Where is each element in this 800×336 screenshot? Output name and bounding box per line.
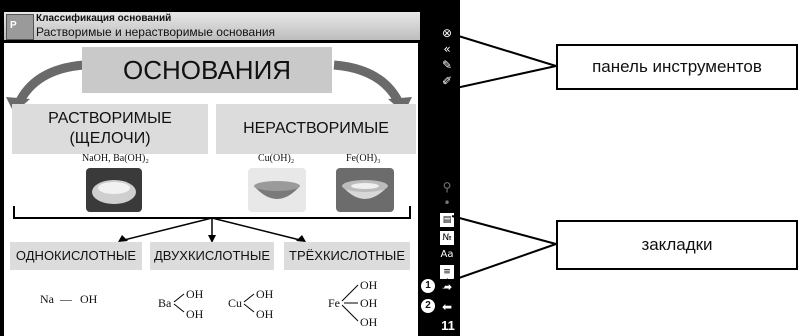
rewind-icon[interactable]: « — [443, 42, 451, 56]
toolbar-callout: панель инструментов — [556, 44, 798, 90]
bookmarks-pointer-1 — [451, 215, 557, 245]
bookmark-1[interactable]: 1 — [420, 278, 436, 294]
soluble-label-line1: РАСТВОРИМЫЕ — [48, 110, 172, 127]
ba-oh-1: OH — [186, 287, 204, 301]
category-connectors — [13, 206, 411, 243]
close-circle-icon[interactable]: ⊗ — [441, 26, 453, 40]
soluble-formula: NaOH, Ba(OH)₂ — [82, 153, 149, 164]
fe-oh-1: OH — [360, 278, 378, 292]
category-monoacid: ОДНОКИСЛОТНЫЕ — [10, 242, 142, 270]
toolbar-pointer-2 — [455, 65, 557, 89]
fe-oh-2: OH — [360, 296, 378, 310]
soluble-label-line2: (ЩЕЛОЧИ) — [69, 130, 151, 147]
forward-arrow-icon[interactable]: ➡ — [441, 280, 453, 294]
cu-oh-1: OH — [256, 287, 274, 301]
zoom-icon[interactable]: ⚲ — [442, 180, 452, 194]
page-number: 11 — [441, 318, 455, 333]
book-icon[interactable]: ▤ — [439, 212, 455, 228]
bookmark-2[interactable]: 2 — [420, 298, 436, 314]
cu-oh-2: OH — [256, 307, 274, 321]
text-size-button[interactable]: Aa — [440, 249, 454, 260]
cu-photo — [248, 168, 306, 212]
fe-metal: Fe — [328, 296, 340, 310]
fe-oh-3: OH — [360, 315, 378, 329]
na-metal: Na — [40, 292, 54, 306]
toolbar-pointer-1 — [451, 33, 557, 67]
soluble-photo — [86, 168, 142, 212]
cu-formula: Cu(OH)₂ — [258, 153, 295, 164]
fe-formula: Fe(OH)₃ — [346, 153, 381, 164]
brush-icon[interactable]: ✎ — [441, 58, 453, 72]
window-title: Классификация оснований — [36, 13, 172, 24]
category-diacid: ДВУХКИСЛОТНЫЕ — [150, 242, 274, 270]
title-bar[interactable] — [4, 12, 456, 40]
back-arrow-icon[interactable]: ⬅ — [441, 300, 453, 314]
ba-oh-2: OH — [186, 307, 204, 321]
slide-heading: ОСНОВАНИЯ — [82, 47, 332, 93]
na-oh: OH — [80, 292, 98, 306]
bookmarks-pointer-2 — [435, 243, 557, 287]
category-triacid: ТРЁХКИСЛОТНЫЕ — [284, 242, 410, 270]
right-arrow — [211, 217, 301, 241]
insoluble-box: НЕРАСТВОРИМЫЕ — [216, 104, 416, 154]
number-button[interactable]: № — [439, 230, 455, 246]
ba-metal: Ba — [158, 296, 172, 310]
na-bond: — — [60, 292, 72, 306]
bookmarks-callout: закладки — [556, 220, 798, 270]
cu-metal: Cu — [228, 296, 243, 310]
left-arrow — [123, 217, 213, 241]
left-curved-arrow — [13, 60, 85, 107]
cursor-icon[interactable]: • — [443, 196, 451, 210]
fe-photo — [336, 168, 394, 212]
app-icon: Р — [6, 14, 34, 40]
soluble-box: РАСТВОРИМЫЕ (ЩЕЛОЧИ) — [12, 104, 208, 154]
window-subtitle: Растворимые и нерастворимые основания — [36, 25, 276, 39]
bond-lines — [173, 284, 359, 322]
eraser-icon[interactable]: ✐ — [441, 74, 453, 88]
right-curved-arrow — [333, 60, 405, 107]
